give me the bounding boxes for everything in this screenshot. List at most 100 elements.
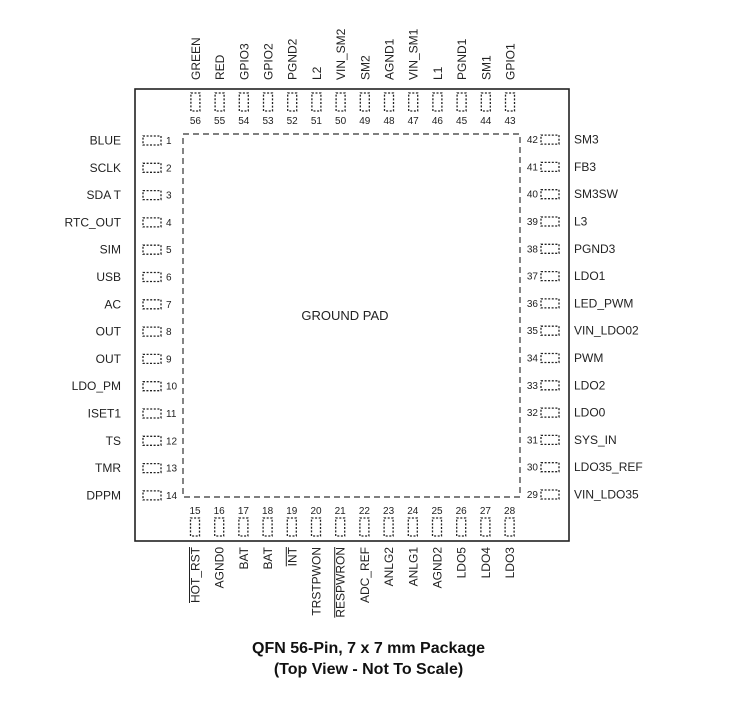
pin-33-label: LDO2 (574, 378, 606, 392)
pin-49-number: 49 (359, 116, 371, 127)
pin-8-number: 8 (166, 327, 172, 338)
pin-33-pad (540, 380, 560, 391)
pin-24-number: 24 (407, 506, 419, 517)
pin-20-pad (310, 517, 322, 537)
pin-9-label: OUT (96, 352, 122, 366)
pin-36-number: 36 (527, 299, 539, 310)
pin-35-label: VIN_LDO02 (574, 324, 639, 338)
pin-46-number: 46 (432, 116, 444, 127)
pin-41-label: FB3 (574, 160, 596, 174)
pin-56-number: 56 (190, 116, 202, 127)
pin-35-pad (540, 325, 560, 336)
pin-18-label: BAT (261, 546, 275, 569)
pin-2-number: 2 (166, 163, 172, 174)
pin-54-label: GPIO3 (237, 43, 251, 80)
pin-38-label: PGND3 (574, 242, 616, 256)
pin-16-label: AGND0 (213, 547, 227, 589)
pin-27-pad (480, 517, 491, 537)
pin-34-number: 34 (527, 354, 539, 365)
pin-18-pad (262, 517, 273, 537)
pin-52-number: 52 (287, 116, 299, 127)
pin-4-pad (142, 217, 162, 228)
ground-pad-label: GROUND PAD (301, 308, 388, 323)
pin-54-pad (238, 92, 249, 112)
pin-20-label: TRSTPWON (310, 547, 324, 616)
pin-29-number: 29 (527, 490, 539, 501)
pin-13-pad (142, 462, 162, 474)
pin-14-pad (142, 490, 162, 501)
pin-34-label: PWM (574, 351, 603, 365)
pin-27-number: 27 (480, 506, 492, 517)
pin-19-pad (286, 517, 297, 537)
caption-subtitle: (Top View - Not To Scale) (273, 661, 464, 678)
pin-4-number: 4 (166, 218, 172, 229)
pin-48-number: 48 (383, 116, 395, 127)
pin-1-pad (142, 135, 162, 146)
pin-30-label: LDO35_REF (574, 460, 643, 474)
pin-30-pad (540, 462, 560, 473)
pin-55-pad (214, 92, 225, 112)
pin-55-number: 55 (214, 116, 226, 127)
pin-47-pad (408, 92, 419, 112)
pin-3-label: SDA T (87, 188, 122, 202)
pin-25-number: 25 (431, 506, 443, 517)
pin-41-number: 41 (527, 162, 539, 173)
pin-1-number: 1 (166, 136, 172, 147)
pin-17-label: BAT (237, 546, 251, 569)
pin-23-number: 23 (383, 506, 395, 517)
pin-46-label: L1 (431, 66, 445, 80)
pin-26-label: LDO5 (455, 547, 469, 579)
pin-44-number: 44 (480, 116, 492, 127)
pin-42-number: 42 (527, 135, 539, 146)
pin-13-number: 13 (166, 464, 178, 475)
pin-10-label: LDO_PM (72, 379, 121, 393)
pin-22-pad (359, 517, 370, 537)
pin-12-label: TS (106, 434, 121, 448)
pin-36-pad (540, 298, 560, 309)
pin-22-label: ADC_REF (358, 547, 372, 603)
pin-17-pad (238, 517, 249, 537)
pin-16-pad (214, 517, 225, 537)
pin-23-pad (383, 517, 394, 537)
pin-47-label: VIN_SM1 (407, 28, 421, 80)
pin-21-pad (335, 517, 346, 537)
pin-10-number: 10 (166, 382, 178, 393)
pin-15-label: HOT_RST (189, 546, 203, 603)
pin-47-number: 47 (408, 116, 420, 127)
pin-5-number: 5 (166, 245, 172, 256)
pin-11-pad (142, 408, 162, 419)
pin-34-pad (540, 352, 560, 364)
pin-29-pad (540, 489, 560, 500)
pin-3-pad (142, 189, 162, 201)
pin-56-pad (190, 92, 201, 112)
pin-24-label: ANLG1 (406, 547, 420, 587)
pin-52-label: PGND2 (286, 38, 300, 80)
pin-37-number: 37 (527, 272, 539, 283)
package-outline (134, 88, 570, 542)
pin-3-number: 3 (166, 191, 172, 202)
pin-45-label: PGND1 (455, 38, 469, 80)
pin-2-pad (142, 162, 162, 173)
pin-17-number: 17 (238, 506, 250, 517)
pin-8-pad (142, 326, 162, 337)
pin-11-label: ISET1 (88, 407, 122, 421)
pin-26-number: 26 (456, 506, 468, 517)
pin-11-number: 11 (166, 409, 177, 420)
pin-15-pad (189, 517, 201, 537)
pin-10-pad (142, 381, 162, 392)
pin-36-label: LED_PWM (574, 296, 633, 310)
pin-28-label: LDO3 (503, 547, 517, 579)
pin-14-label: DPPM (86, 488, 121, 502)
pin-23-label: ANLG2 (382, 547, 396, 587)
pin-27-label: LDO4 (479, 547, 493, 579)
pin-43-number: 43 (504, 116, 516, 127)
pin-50-number: 50 (335, 116, 347, 127)
pin-39-number: 39 (527, 217, 539, 228)
pin-37-pad (540, 270, 560, 282)
pin-16-number: 16 (214, 506, 226, 517)
pin-39-pad (540, 216, 560, 227)
pin-4-label: RTC_OUT (65, 215, 122, 229)
pin-43-label: GPIO1 (504, 43, 518, 80)
pin-6-pad (142, 271, 162, 283)
